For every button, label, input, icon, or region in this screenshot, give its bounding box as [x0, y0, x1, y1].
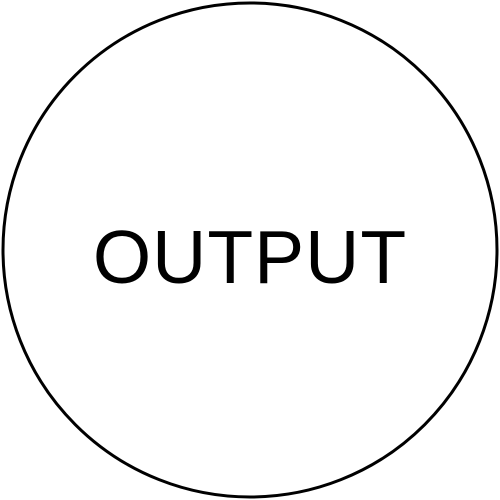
- output-node-label: OUTPUT: [92, 214, 408, 299]
